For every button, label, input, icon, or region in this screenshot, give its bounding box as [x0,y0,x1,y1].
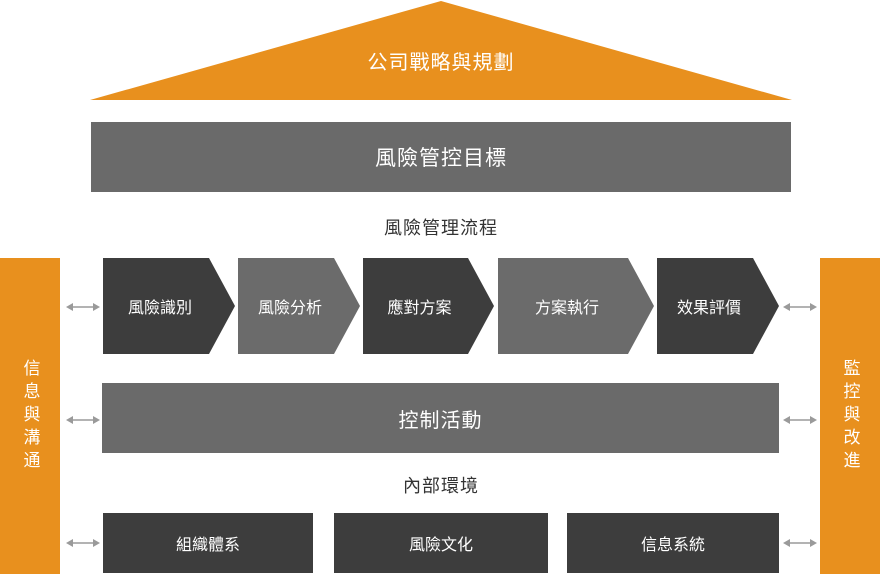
roof-triangle [90,1,792,100]
process-step-label: 應對方案 [387,298,452,317]
process-step-plan-execution: 方案執行 [498,258,654,354]
process-step-identify: 風險識別 [103,258,235,354]
control-activities-bar: 控制活動 [102,383,779,453]
process-step-label: 風險識別 [127,298,192,317]
risk-control-target-label: 風險管控目標 [375,146,507,170]
double-arrow-icon [783,539,817,547]
side-pillar-monitoring: 監控與改進 [820,258,880,574]
side-pillar-monitoring-label: 監控與改進 [839,358,860,474]
strategy-title: 公司戰略與規劃 [367,50,515,74]
process-step-evaluation: 效果評價 [657,258,779,354]
environment-item-label: 信息系統 [640,535,705,554]
double-arrow-icon [783,303,817,311]
double-arrow-icon [66,539,100,547]
process-step-response-plan: 應對方案 [363,258,494,354]
side-pillar-communication: 信息與溝通 [0,258,60,574]
environment-item-culture: 風險文化 [334,513,548,573]
double-arrow-icon [783,416,817,424]
process-step-label: 風險分析 [257,298,322,317]
environment-item-organization: 組織體系 [103,513,313,573]
environment-item-information-system: 信息系統 [567,513,779,573]
process-step-label: 效果評價 [676,298,741,317]
environment-item-label: 風險文化 [408,535,473,554]
double-arrow-icon [66,416,100,424]
risk-control-target-bar: 風險管控目標 [91,122,791,192]
risk-process-label: 風險管理流程 [384,218,498,239]
environment-item-label: 組織體系 [175,535,240,554]
internal-environment-label: 內部環境 [403,476,479,497]
process-step-analyze: 風險分析 [238,258,360,354]
side-pillar-communication-label: 信息與溝通 [19,358,40,474]
control-activities-label: 控制活動 [398,407,483,432]
double-arrow-icon [66,303,100,311]
process-step-label: 方案執行 [534,298,599,317]
